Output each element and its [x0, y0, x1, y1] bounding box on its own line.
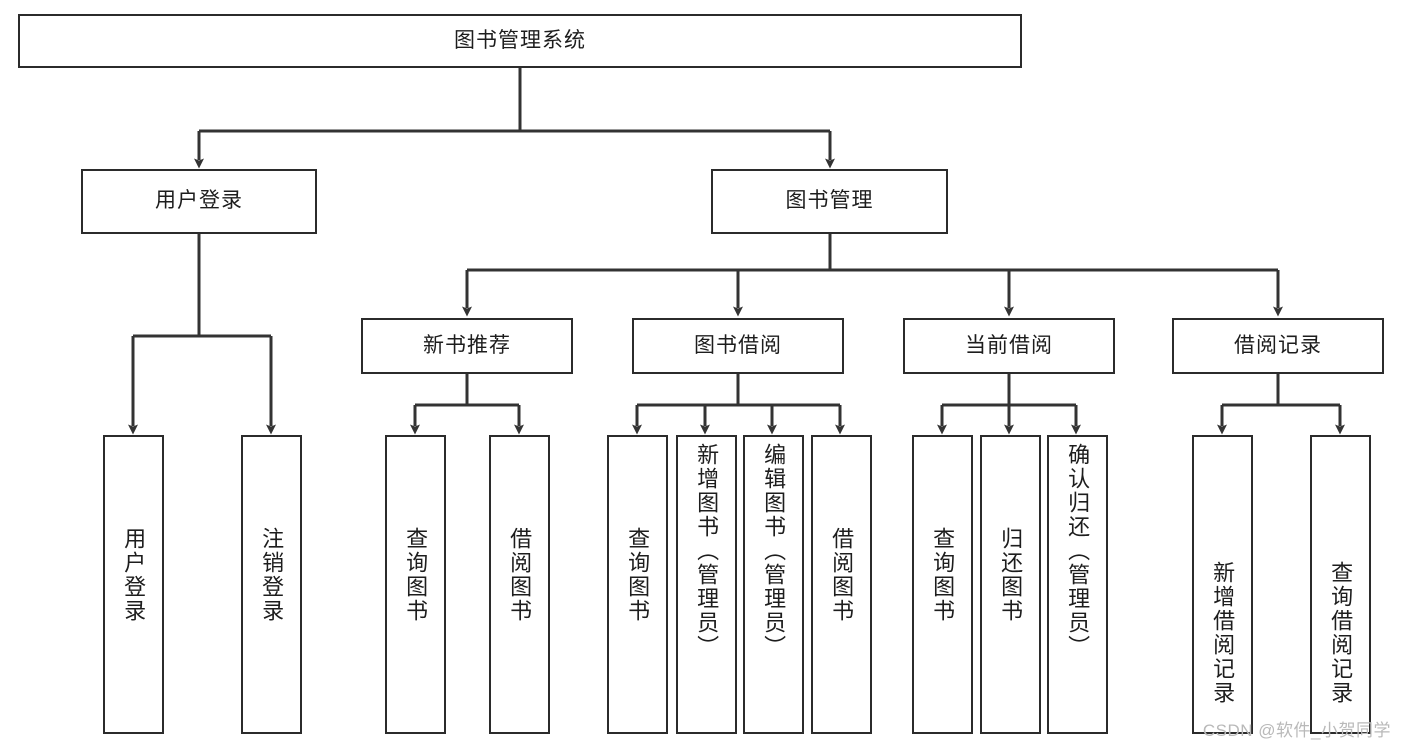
leaf-borrow-book-1-label: 借阅图书 [507, 527, 533, 623]
leaf-add-record[interactable]: 新增借阅记录 [1192, 435, 1253, 734]
leaf-logout[interactable]: 注销登录 [241, 435, 302, 734]
leaf-query-book-3-label: 查询图书 [930, 527, 956, 623]
node-root[interactable]: 图书管理系统 [18, 14, 1022, 68]
node-book-manage-label: 图书管理 [785, 189, 874, 213]
leaf-return-book[interactable]: 归还图书 [980, 435, 1041, 734]
node-current-borrow[interactable]: 当前借阅 [903, 318, 1115, 374]
leaf-query-record[interactable]: 查询借阅记录 [1310, 435, 1371, 734]
node-new-book-rec[interactable]: 新书推荐 [361, 318, 573, 374]
leaf-confirm-return-label: 确认归还（管理员） [1065, 443, 1091, 659]
leaf-confirm-return[interactable]: 确认归还（管理员） [1047, 435, 1108, 734]
node-new-book-rec-label: 新书推荐 [423, 333, 511, 357]
leaf-query-book-2-label: 查询图书 [625, 527, 651, 623]
leaf-query-book-2[interactable]: 查询图书 [607, 435, 668, 734]
leaf-user-login-label: 用户登录 [121, 527, 147, 623]
node-user-login-label: 用户登录 [155, 189, 243, 213]
node-borrow-record-label: 借阅记录 [1234, 333, 1322, 357]
node-root-label: 图书管理系统 [454, 28, 586, 52]
leaf-return-book-label: 归还图书 [998, 527, 1024, 623]
node-book-borrow-label: 图书借阅 [694, 333, 782, 357]
leaf-borrow-book-1[interactable]: 借阅图书 [489, 435, 550, 734]
node-borrow-record[interactable]: 借阅记录 [1172, 318, 1384, 374]
leaf-query-record-label: 查询借阅记录 [1328, 561, 1354, 705]
node-book-borrow[interactable]: 图书借阅 [632, 318, 844, 374]
node-user-login[interactable]: 用户登录 [81, 169, 317, 234]
leaf-add-book[interactable]: 新增图书（管理员） [676, 435, 737, 734]
leaf-add-book-label: 新增图书（管理员） [694, 443, 720, 659]
leaf-add-record-label: 新增借阅记录 [1210, 561, 1236, 705]
leaf-borrow-book-2[interactable]: 借阅图书 [811, 435, 872, 734]
node-current-borrow-label: 当前借阅 [965, 333, 1053, 357]
leaf-query-book-1[interactable]: 查询图书 [385, 435, 446, 734]
leaf-query-book-3[interactable]: 查询图书 [912, 435, 973, 734]
leaf-query-book-1-label: 查询图书 [403, 527, 429, 623]
node-book-manage[interactable]: 图书管理 [711, 169, 948, 234]
leaf-edit-book[interactable]: 编辑图书（管理员） [743, 435, 804, 734]
watermark: CSDN @软件_小贺同学 [1202, 721, 1391, 740]
leaf-logout-label: 注销登录 [259, 527, 285, 623]
leaf-edit-book-label: 编辑图书（管理员） [761, 443, 787, 659]
leaf-borrow-book-2-label: 借阅图书 [829, 527, 855, 623]
leaf-user-login[interactable]: 用户登录 [103, 435, 164, 734]
